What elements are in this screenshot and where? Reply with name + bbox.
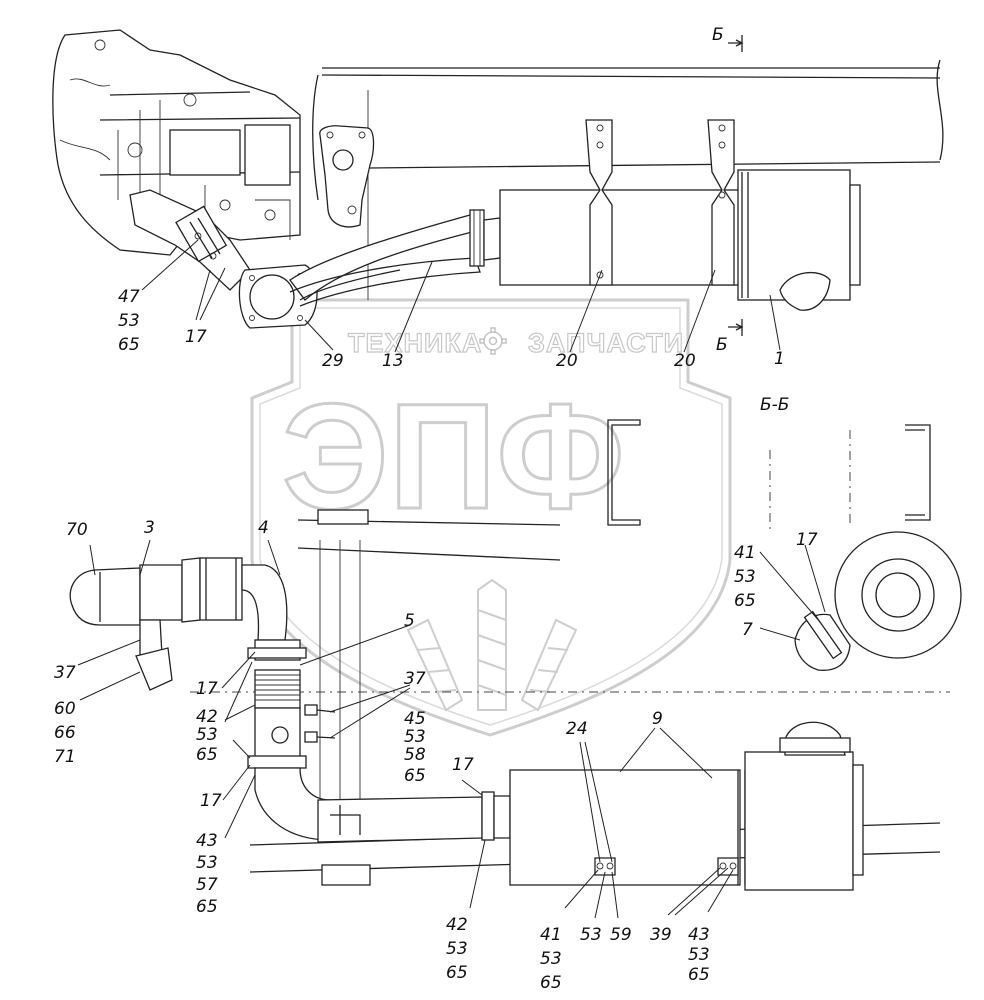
- callout-42-flex: 42: [196, 707, 218, 727]
- callout-58: 58: [404, 745, 426, 765]
- section-letter-top: Б: [712, 25, 724, 45]
- callout-60: 60: [54, 699, 76, 719]
- watermark-text-right: ЗАПЧАСТИ: [528, 328, 684, 358]
- intake-pipe: [69, 557, 288, 691]
- section-letter-bottom: Б: [716, 335, 728, 355]
- callout-17-flex-top: 17: [196, 679, 218, 699]
- section-callout-65: 65: [734, 591, 756, 611]
- callouts-bottom: 70 3 4 5 37 60 66 71 17 42 53 65 37 45 5…: [54, 518, 710, 993]
- callout-17: 17: [185, 327, 207, 347]
- callout-65-clamp: 65: [540, 973, 562, 993]
- callout-41-clamp: 41: [540, 925, 562, 945]
- callout-13: 13: [382, 351, 404, 371]
- callout-24: 24: [566, 719, 588, 739]
- frame-rail-top: [312, 59, 944, 300]
- pipe-to-muffler: [317, 791, 511, 843]
- callout-53-flex: 53: [196, 725, 218, 745]
- flex-pipe: [247, 639, 336, 841]
- section-mark-bottom: Б: [716, 319, 744, 355]
- callout-47: 47: [118, 287, 140, 307]
- callout-leaders-top: [141, 239, 781, 353]
- callout-71: 71: [54, 747, 76, 767]
- callout-45: 45: [404, 709, 426, 729]
- callout-3: 3: [144, 518, 155, 538]
- callout-17-flex-bottom: 17: [200, 791, 222, 811]
- callout-66: 66: [54, 723, 76, 743]
- gear-icon: [479, 327, 507, 355]
- callout-43-elbow: 43: [196, 831, 218, 851]
- hanger-right: [707, 119, 735, 286]
- wheat-emblem: [406, 578, 578, 712]
- callout-53-bracket: 53: [580, 925, 602, 945]
- watermark: ТЕХНИКА ЗАПЧАСТИ ЭПФ: [250, 298, 732, 737]
- callout-9: 9: [652, 709, 663, 729]
- callout-70: 70: [66, 520, 88, 540]
- callout-37-right: 37: [404, 669, 426, 689]
- callout-53-clamp: 53: [540, 949, 562, 969]
- frame-bracket: [319, 125, 375, 228]
- section-callout-7: 7: [742, 620, 753, 640]
- callout-29: 29: [322, 351, 344, 371]
- callout-42-pipe: 42: [446, 915, 468, 935]
- callout-53-pipe: 53: [446, 939, 468, 959]
- callout-4: 4: [258, 518, 269, 538]
- callout-20-right: 20: [674, 351, 696, 371]
- section-view: Б-Б 41 53 65 17 7: [607, 395, 962, 671]
- callout-37-left: 37: [54, 663, 76, 683]
- watermark-text-left: ТЕХНИКА: [348, 328, 482, 358]
- hanger-left: [585, 119, 613, 286]
- section-title: Б-Б: [760, 395, 789, 415]
- callouts-top: 47 53 65 17 29 13 20 20 1: [118, 287, 785, 371]
- muffler-side: [509, 721, 864, 891]
- section-callout-41: 41: [734, 543, 756, 563]
- callout-65: 65: [118, 335, 140, 355]
- callout-53-elbow: 53: [196, 853, 218, 873]
- callout-39: 39: [650, 925, 672, 945]
- callout-53: 53: [118, 311, 140, 331]
- engine-block: [52, 29, 301, 256]
- muffler-top: [499, 169, 861, 311]
- section-mark-top: Б: [712, 25, 744, 52]
- callout-59: 59: [610, 925, 632, 945]
- callout-65-pipe: 65: [446, 963, 468, 983]
- callout-65-elbow: 65: [196, 897, 218, 917]
- callout-65-mid: 65: [404, 766, 426, 786]
- callout-5: 5: [404, 611, 415, 631]
- exhaust-pipe-13: [238, 209, 501, 329]
- section-callout-53: 53: [734, 567, 756, 587]
- callout-17-pipe: 17: [452, 755, 474, 775]
- turbo-outlet-pipe: [129, 189, 251, 291]
- callout-65-support: 65: [688, 965, 710, 985]
- callout-57: 57: [196, 875, 218, 895]
- callout-20-left: 20: [556, 351, 578, 371]
- callout-53-mid: 53: [404, 727, 426, 747]
- callout-1: 1: [774, 349, 785, 369]
- callout-53-support: 53: [688, 945, 710, 965]
- section-callout-17: 17: [796, 530, 818, 550]
- callout-43-support: 43: [688, 925, 710, 945]
- callout-leaders-bottom: [77, 539, 734, 919]
- callout-65-flex: 65: [196, 745, 218, 765]
